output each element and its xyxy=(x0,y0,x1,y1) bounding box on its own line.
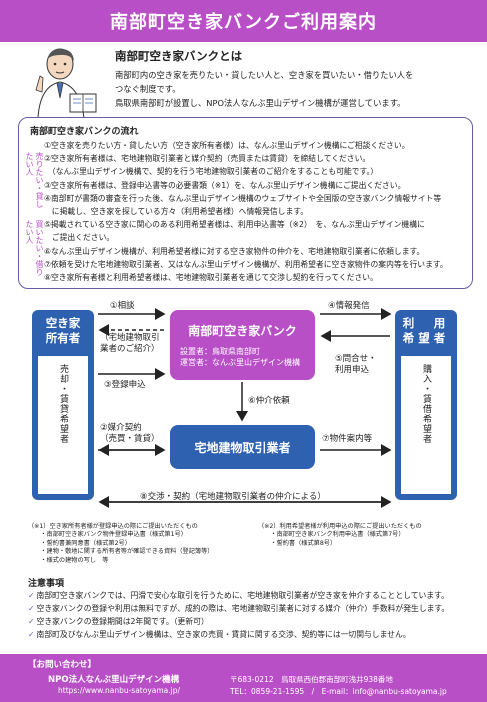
flow-diagram-arrows xyxy=(98,308,392,508)
arrow-label-introduction-line-2: 業者のご紹介） xyxy=(100,344,160,354)
flow-step: ⑥なんぶ里山デザイン機構が、利用希望者様に対する空き家物件の仲介を、宅地建物取引… xyxy=(44,246,425,256)
note-item: ✓南部町及びなんぶ里山デザイン機構は、空き家の売買・賃貸に関する交渉、契約等には… xyxy=(28,628,449,641)
real-estate-agent-box xyxy=(170,425,315,469)
akiya-bank-title: 南部町空き家バンク xyxy=(188,324,297,338)
intro-description: 南部町内の空き家を売りたい・貸したい人と、空き家を買いたい・借りたい人を つなぐ… xyxy=(115,68,480,110)
flow-steps: ①空き家を売りたい方・貸したい方（空き家所有者様）は、なんぶ里山デザイン機構にご… xyxy=(44,139,469,284)
flow-step: ④南部町が書類の審査を行った後、なんぶ里山デザイン機構のウェブサイトや全国版の空… xyxy=(44,193,442,203)
flow-step: ⑤掲載されている空き家に関心のある利用希望者様は、利用申込書等（※2） を、なん… xyxy=(44,220,425,230)
arrow-label-brokerage-line-1: ②媒介契約 xyxy=(100,423,142,433)
contact-address: 〒683-0212 鳥取県西伯郡南部町浅井938番地 xyxy=(230,675,393,684)
note-text: 南部町及びなんぶ里山デザイン機構は、空き家の売買・賃貸に関する交渉、契約等には一… xyxy=(36,630,411,639)
flow-step: ⑦依頼を受けた宅地建物取引業者、又はなんぶ里山デザイン機構が、利用希望者に空き家… xyxy=(44,259,448,269)
footnote-owner-documents: （※1）空き家所有者様が登録申込の際にご提出いただくもの ・南部町空き家バンク物… xyxy=(28,523,214,565)
intro-line-3: 鳥取県南部町が設置し、NPO法人なんぶ里山デザイン機構が運営しています。 xyxy=(115,98,406,108)
intro-line-1: 南部町内の空き家を売りたい・貸したい人と、空き家を買いたい・借りたい人を xyxy=(115,70,414,80)
user-roles-panel: 購入・賃借希望者 xyxy=(401,356,451,494)
flow-box xyxy=(18,117,473,289)
arrow-label-inquiry-line-1: ⑤問合せ・ xyxy=(335,354,377,364)
flow-heading: 南部町空き家バンクの流れ xyxy=(30,127,139,137)
arrow-label-introduction: （宅地建物取引 業者のご紹介） xyxy=(100,333,160,355)
user-title-line-2: 希望者 xyxy=(402,331,450,345)
check-icon: ✓ xyxy=(28,617,35,626)
note-item: ✓南部町空き家バンクでは、円滑で安心な取引を行うために、宅地建物取引業者が空き家… xyxy=(28,589,449,602)
owner-roles: 売却・賃貸希望者 xyxy=(58,364,68,444)
footnote-line: （※1）空き家所有者様が登録申込の際にご提出いただくもの xyxy=(28,523,198,530)
flow-step: ⑧空き家所有者様と利用希望者様は、宅地建物取引業者を通じて交渉し契約を行ってくだ… xyxy=(44,273,378,283)
arrow-label-brokerage-request: ⑥仲介依頼 xyxy=(248,396,290,406)
owner-title-line-1: 空き家 xyxy=(45,316,81,330)
flow-step: ①空き家を売りたい方・貸したい方（空き家所有者様）は、なんぶ里山デザイン機構にご… xyxy=(44,141,410,150)
footnote-user-documents: （※2）利用希望者様が利用申込の際にご提出いただくもの ・南部町空き家バンク利用… xyxy=(258,523,422,548)
contact-organization: NPO法人なんぶ里山デザイン機構 xyxy=(48,675,180,685)
note-item: ✓空き家バンクの登録や利用は無料ですが、成約の際は、宅地建物取引業者に対する媒介… xyxy=(28,602,449,615)
contact-label: 【お問い合わせ】 xyxy=(28,660,97,670)
arrow-label-inquiry: ⑤問合せ・ 利用申込 xyxy=(335,354,377,376)
note-item: ✓空き家バンクの登録期間は2年間です。（更新可） xyxy=(28,615,449,628)
buyer-side-label: 買いたい・借りたい人 xyxy=(25,220,44,276)
arrow-label-info-release: ④情報発信 xyxy=(328,301,370,311)
intro-line-2: つなぐ制度です。 xyxy=(115,84,181,94)
footnote-line: （※2）利用希望者様が利用申込の際にご提出いただくもの xyxy=(258,523,422,530)
footnote-line: ・南部町空き家バンク物件登録申込書（様式第1号） xyxy=(28,531,187,539)
arrow-label-brokerage-contract: ②媒介契約 （売買・賃貸） xyxy=(100,423,160,445)
owner-title: 空き家 所有者 xyxy=(32,316,94,346)
akiya-bank-details: 設置者：鳥取県南部町 運営者：なんぶ里山デザイン機構 xyxy=(180,346,300,368)
arrow-label-property-tour: ⑦物件案内等 xyxy=(322,434,373,444)
notes-heading: 注意事項 xyxy=(28,579,65,589)
contact-phone-email[interactable]: TEL：0859-21-1595 / E-mail：info@nanbu-sat… xyxy=(230,687,447,696)
note-text: 空き家バンクの登録期間は2年間です。（更新可） xyxy=(36,617,209,626)
seller-side-label: 売りたい・貸したい人 xyxy=(25,152,44,208)
footnote-line: ・誓約書兼同意書（様式第2号） xyxy=(28,539,131,547)
arrow-label-consult: ①相談 xyxy=(110,301,135,311)
footnote-line: ・南部町空き家バンク利用申込書（様式第7号） xyxy=(258,531,405,539)
akiya-bank-setter: 設置者：鳥取県南部町 xyxy=(180,347,260,356)
guide-person-illustration xyxy=(35,48,97,118)
flow-step: に掲載し、空き家を探している方々（利用希望者様）へ情報発信します。 xyxy=(44,207,309,217)
intro-heading: 南部町空き家バンクとは xyxy=(115,49,243,63)
notes-list: ✓南部町空き家バンクでは、円滑で安心な取引を行うために、宅地建物取引業者が空き家… xyxy=(28,589,449,641)
akiya-bank-box xyxy=(170,310,315,380)
check-icon: ✓ xyxy=(28,630,35,639)
owner-title-line-2: 所有者 xyxy=(45,331,81,345)
flow-step: ご提出ください。 xyxy=(44,233,115,243)
user-title: 利 用 希望者 xyxy=(395,316,457,346)
user-title-line-1: 利 用 xyxy=(402,316,450,330)
intro-section: 南部町空き家バンクとは 南部町内の空き家を売りたい・貸したい人と、空き家を買いた… xyxy=(0,42,487,118)
arrow-label-inquiry-line-2: 利用申込 xyxy=(335,365,370,375)
footnote-line: ・様式の建物の写し 等 xyxy=(28,556,109,564)
flow-step: ③空き家所有者様は、登録申込書等の必要書類（※1）を、なんぶ里山デザイン機構にご… xyxy=(44,180,406,190)
footnote-line: ・誓約書（様式第8号） xyxy=(258,539,337,547)
akiya-bank-operator: 運営者：なんぶ里山デザイン機構 xyxy=(180,358,300,367)
contact-footer xyxy=(0,654,487,702)
page-title: 南部町空き家バンクご利用案内 xyxy=(0,0,487,42)
flow-step: （なんぶ里山デザイン機構で、契約を行う宅地建物取引業者のご紹介をすることも可能で… xyxy=(44,167,379,177)
arrow-label-introduction-line-1: （宅地建物取引 xyxy=(100,333,160,343)
arrow-label-negotiation: ⑧交渉・契約（宅地建物取引業者の仲介による） xyxy=(140,492,326,502)
flow-step: ②空き家所有者様は、宅地建物取引業者と媒介契約（売買または賃貸）を締結してくださ… xyxy=(44,154,371,164)
arrow-label-brokerage-line-2: （売買・賃貸） xyxy=(100,434,160,444)
real-estate-agent-title: 宅地建物取引業者 xyxy=(194,441,291,455)
check-icon: ✓ xyxy=(28,591,35,600)
contact-website-link[interactable]: https://www.nanbu-satoyama.jp/ xyxy=(58,686,181,695)
user-roles: 購入・賃借希望者 xyxy=(421,364,431,444)
note-text: 南部町空き家バンクでは、円滑で安心な取引を行うために、宅地建物取引業者が空き家を… xyxy=(36,591,449,600)
arrow-label-register: ③登録申込 xyxy=(104,380,146,390)
owner-roles-panel: 売却・賃貸希望者 xyxy=(38,356,88,494)
note-text: 空き家バンクの登録や利用は無料ですが、成約の際は、宅地建物取引業者に対する媒介（… xyxy=(36,604,450,613)
footnote-line: ・建物・敷地に関する所有者等が確認できる資料（登記簿等） xyxy=(28,548,214,556)
check-icon: ✓ xyxy=(28,604,35,613)
